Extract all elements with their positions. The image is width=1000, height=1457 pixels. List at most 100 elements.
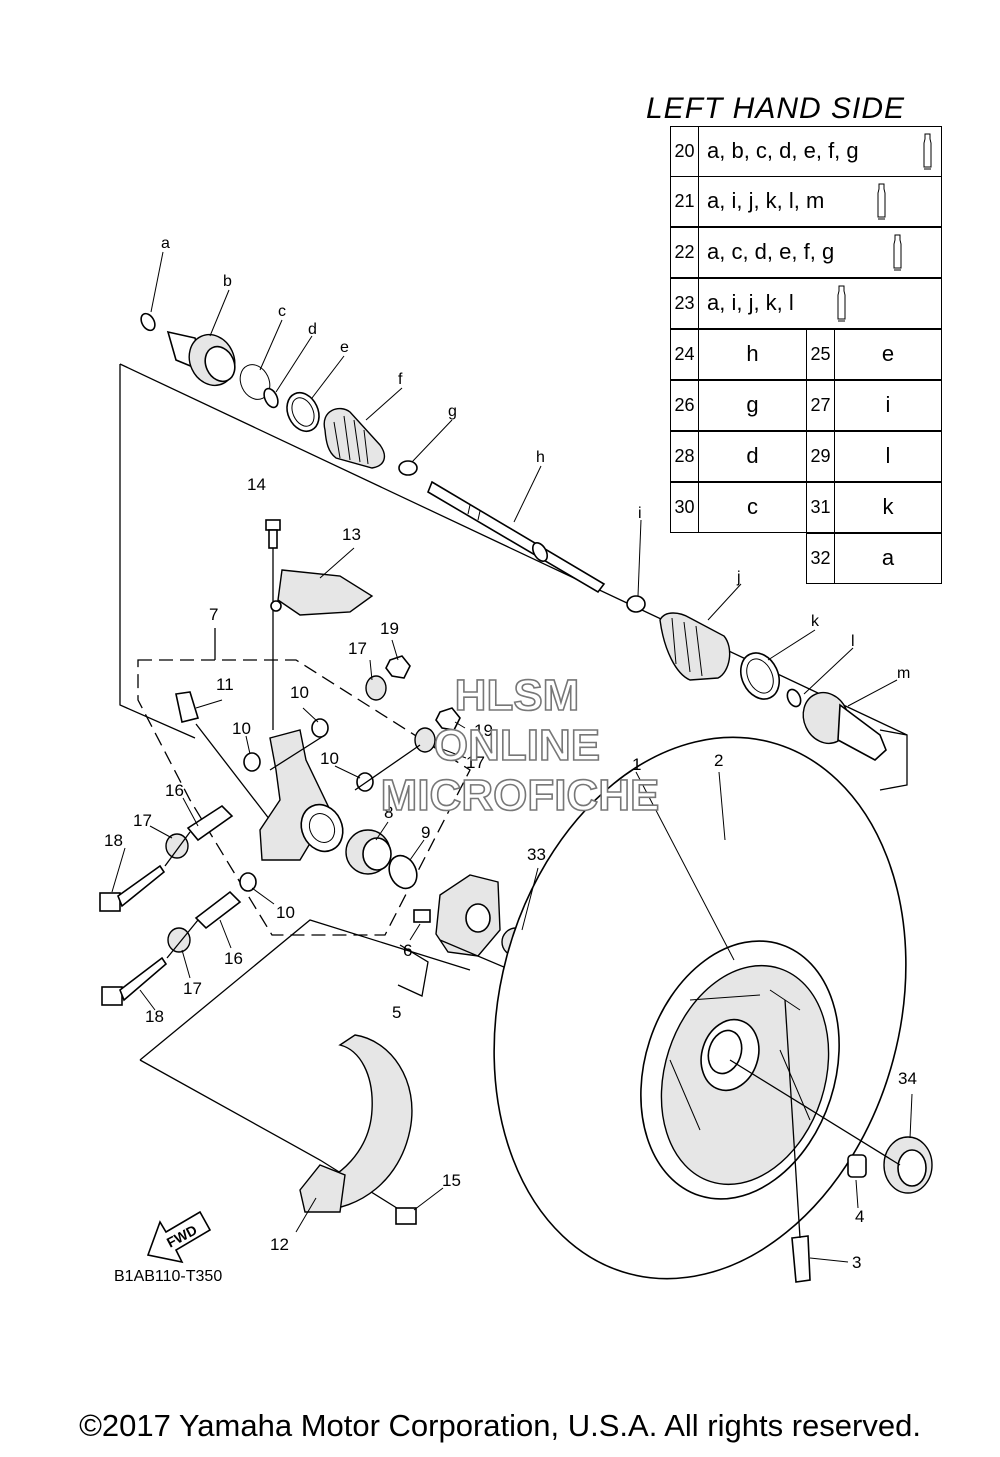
part-number: 26 [671, 381, 699, 430]
watermark: HLSM ONLINE MICROFICHE [380, 670, 660, 821]
callout-10c: 10 [320, 749, 339, 768]
callout-16b: 16 [224, 949, 243, 968]
fwd-arrow-icon: FWD [146, 1210, 212, 1264]
grease-tube-icon [893, 234, 902, 271]
part-letter: i [885, 392, 891, 417]
callout-10d: 10 [276, 903, 295, 922]
callout-19b: 19 [474, 721, 493, 740]
grease-tube-icon [923, 133, 932, 170]
callout-15: 15 [442, 1171, 461, 1190]
kit-row: 20 a, b, c, d, e, f, g [670, 126, 942, 177]
kit-row: 22 a, c, d, e, f, g [670, 227, 942, 278]
part-letter: c [747, 494, 758, 519]
wheel-assembly [493, 736, 933, 1283]
callout-10b: 10 [232, 719, 251, 738]
part-row: 29 l [806, 431, 942, 482]
callout-f: f [398, 371, 403, 388]
callout-13: 13 [342, 525, 361, 544]
part-row: 30 c [670, 482, 807, 533]
knuckle-group-outline [137, 659, 471, 936]
callout-i: i [638, 505, 642, 522]
callout-34: 34 [898, 1069, 917, 1088]
callout-33: 33 [527, 845, 546, 864]
callout-e: e [340, 339, 349, 356]
part-row: 32 a [806, 533, 942, 584]
watermark-line1: HLSM [455, 671, 580, 720]
part-letter: l [885, 443, 891, 468]
part-row: 31 k [806, 482, 942, 533]
copyright-notice: ©2017 Yamaha Motor Corporation, U.S.A. A… [79, 1408, 921, 1443]
driveshaft-parts [140, 312, 887, 761]
part-letter: h [746, 341, 759, 366]
callout-18a: 18 [104, 831, 123, 850]
callout-14: 14 [247, 475, 266, 494]
part-number: 29 [807, 432, 835, 481]
brake-disc [299, 1034, 413, 1213]
callout-16a: 16 [165, 781, 184, 800]
part-row: 26 g [670, 380, 807, 431]
callout-l: l [851, 633, 855, 650]
callout-j: j [736, 569, 741, 586]
watermark-line2: ONLINE [434, 721, 600, 770]
part-letter: g [746, 392, 759, 417]
callout-10a: 10 [290, 683, 309, 702]
parts-diagram: FWD [99, 235, 933, 1283]
kit-number: 23 [671, 279, 699, 328]
part-row: 25 e [806, 329, 942, 380]
grease-tube-icon [837, 285, 846, 322]
part-number: 30 [671, 483, 699, 532]
callout-9: 9 [421, 823, 430, 842]
callout-5: 5 [392, 1003, 401, 1022]
part-number: 32 [807, 534, 835, 583]
callout-6: 6 [403, 941, 412, 960]
callout-18b: 18 [145, 1007, 164, 1026]
table-title: LEFT HAND SIDE [646, 92, 906, 125]
callout-3: 3 [852, 1253, 861, 1272]
callout-7: 7 [209, 605, 218, 624]
part-row: 28 d [670, 431, 807, 482]
callout-17c: 17 [133, 811, 152, 830]
part-letter: d [746, 443, 759, 468]
part-number: 24 [671, 330, 699, 379]
part-number: 31 [807, 483, 835, 532]
part-number: 25 [807, 330, 835, 379]
callout-17a: 17 [348, 639, 367, 658]
callout-1: 1 [632, 755, 641, 774]
part-number: 27 [807, 381, 835, 430]
callout-d: d [308, 321, 317, 338]
bolt-15 [395, 1207, 417, 1225]
diagram-code: B1AB110-T350 [114, 1268, 223, 1285]
callout-b: b [223, 273, 232, 290]
part-letter: k [882, 494, 894, 519]
callout-g: g [448, 403, 457, 420]
kit-number: 20 [671, 127, 699, 176]
callout-4: 4 [855, 1207, 864, 1226]
number-callouts: 1 2 3 4 5 6 7 8 9 10 10 10 10 11 12 13 1… [104, 475, 917, 1272]
kit-row: 21 a, i, j, k, l, m [670, 176, 942, 227]
kit-number: 22 [671, 228, 699, 277]
callout-8: 8 [384, 803, 393, 822]
callout-17b: 17 [466, 753, 485, 772]
part-row: 24 h [670, 329, 807, 380]
callout-2: 2 [714, 751, 723, 770]
kit-number: 21 [671, 177, 699, 226]
part-letter: a [881, 545, 895, 570]
callout-h: h [536, 449, 545, 466]
part-letter: e [881, 341, 895, 366]
letter-callouts: a b c d e f g h i j k l m [161, 235, 910, 682]
kit-contents: a, i, j, k, l, m [707, 188, 825, 213]
callout-11: 11 [216, 675, 234, 694]
kit-contents: a, b, c, d, e, f, g [707, 138, 859, 163]
leader-lines [111, 251, 913, 1263]
callout-c: c [278, 303, 286, 320]
kit-contents: a, c, d, e, f, g [707, 239, 835, 264]
part-row: 27 i [806, 380, 942, 431]
knuckle-parts [99, 519, 461, 1006]
callout-k: k [811, 613, 820, 630]
callout-19a: 19 [380, 619, 399, 638]
grease-tube-icon [877, 183, 886, 220]
callout-a: a [161, 235, 170, 252]
kit-contents: a, i, j, k, l [707, 290, 794, 315]
callout-12: 12 [270, 1235, 289, 1254]
kit-row: 23 a, i, j, k, l [670, 278, 942, 329]
